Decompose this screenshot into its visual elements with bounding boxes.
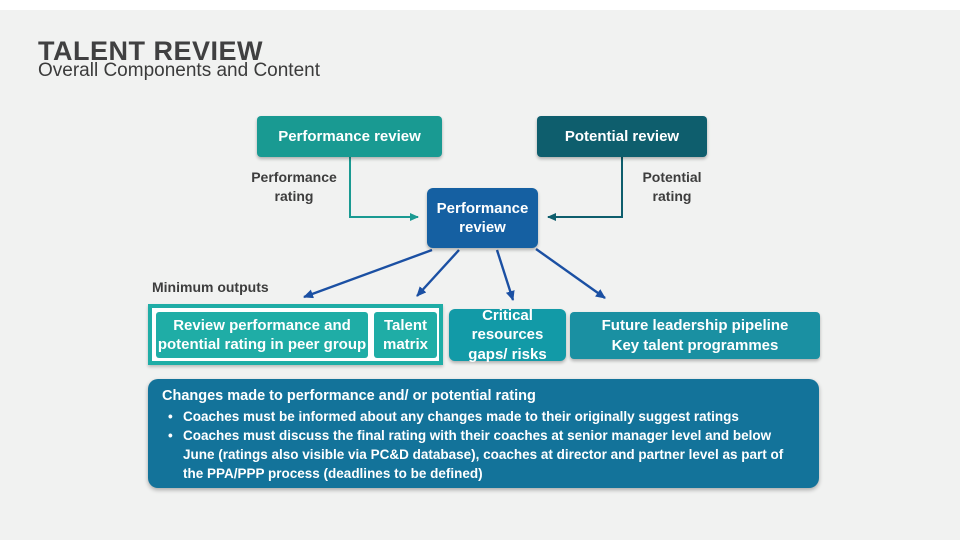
changes-note-box: Changes made to performance and/ or pote… [148, 379, 819, 488]
output-box-peer-group: Review performance and potential rating … [156, 312, 368, 358]
output-box-talent-matrix: Talent matrix [374, 312, 437, 358]
arrow-center-to-peer-group-icon [303, 248, 433, 299]
changes-note-heading: Changes made to performance and/ or pote… [162, 388, 536, 404]
changes-note-bullet: Coaches must discuss the final rating wi… [166, 426, 801, 483]
potential-rating-label: Potential rating [642, 169, 702, 204]
arrow-center-to-critical-resources-icon [495, 249, 515, 301]
arrow-performance-to-center-icon [349, 157, 419, 221]
changes-note-bullet-list: Coaches must be informed about any chang… [162, 407, 805, 483]
top-white-strip [0, 0, 960, 10]
center-performance-review-box: Performance review [427, 188, 538, 248]
arrow-potential-to-center-icon [547, 157, 623, 221]
page-subtitle: Overall Components and Content [38, 60, 320, 81]
output-box-future-pipeline: Future leadership pipeline Key talent pr… [570, 312, 820, 359]
page-title: TALENT REVIEW [38, 36, 263, 67]
potential-review-box: Potential review [537, 116, 707, 157]
performance-rating-label: Performance rating [251, 169, 337, 204]
arrow-center-to-future-pipeline-icon [535, 248, 606, 299]
changes-note-bullet: Coaches must be informed about any chang… [166, 407, 801, 426]
output-box-critical-resources: Critical resources gaps/ risks [449, 307, 566, 363]
arrow-center-to-talent-matrix-icon [416, 249, 460, 297]
performance-review-box: Performance review [257, 116, 442, 157]
minimum-outputs-label: Minimum outputs [152, 279, 269, 295]
